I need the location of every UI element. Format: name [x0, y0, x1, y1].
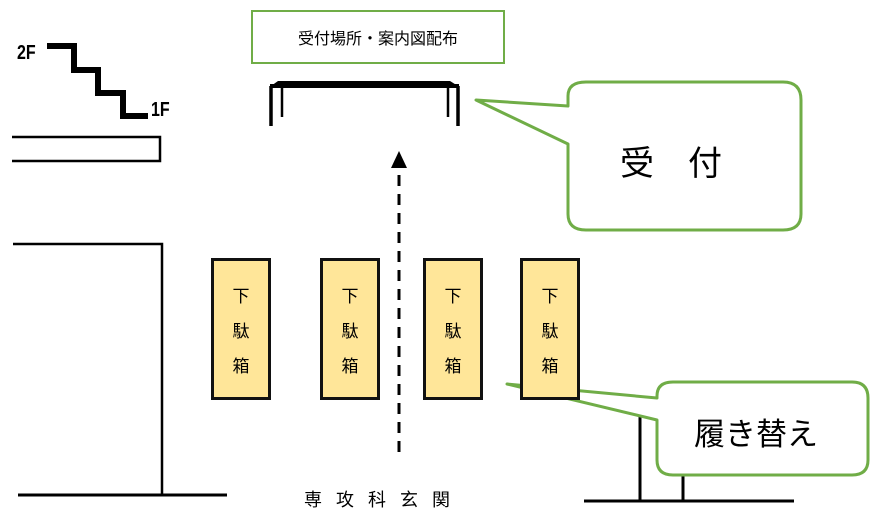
reception-desk	[269, 81, 460, 126]
entrance-label: 専攻科玄関	[304, 490, 464, 511]
shoe-change-callout-bubble	[505, 380, 870, 477]
stairs-icon	[47, 43, 148, 119]
floor-label-1f: 1F	[151, 99, 170, 121]
shoe-box: 下 駄 箱	[320, 258, 380, 400]
shoe-change-callout-text: 履き替え	[694, 417, 818, 453]
shoe-box: 下 駄 箱	[211, 258, 271, 400]
floor-label-2f: 2F	[17, 42, 36, 64]
shoe-box-char: 箱	[444, 356, 462, 377]
shoe-box-char: 駄	[444, 321, 462, 342]
shoe-box-char: 下	[541, 286, 559, 307]
shoe-box-char: 下	[232, 286, 250, 307]
left-counter	[12, 135, 162, 163]
reception-callout-text: 受 付	[620, 144, 722, 184]
shoe-box-char: 駄	[541, 321, 559, 342]
shoe-box-char: 箱	[232, 356, 250, 377]
shoe-box-char: 下	[444, 286, 462, 307]
shoe-box-char: 駄	[232, 321, 250, 342]
shoe-box-char: 箱	[341, 356, 359, 377]
shoe-box: 下 駄 箱	[423, 258, 483, 400]
shoe-box: 下 駄 箱	[520, 258, 580, 400]
reception-notice-box: 受付場所・案内図配布	[251, 10, 505, 64]
arrow-up-icon	[391, 151, 407, 168]
reception-notice-text: 受付場所・案内図配布	[297, 29, 458, 48]
shoe-box-char: 下	[341, 286, 359, 307]
reception-callout-bubble	[474, 80, 803, 232]
shoe-box-char: 箱	[541, 356, 559, 377]
shoe-box-char: 駄	[341, 321, 359, 342]
left-wall	[13, 242, 164, 495]
